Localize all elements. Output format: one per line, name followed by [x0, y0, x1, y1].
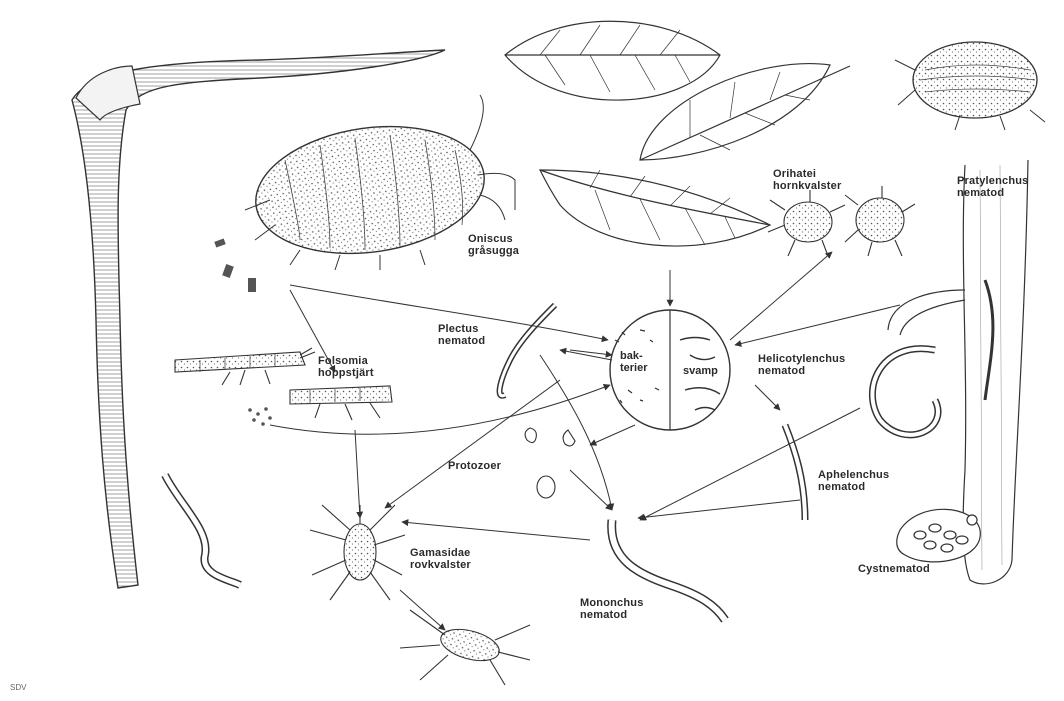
label-aphelenchus-common: nematod [818, 481, 889, 493]
artist-credit: SDV [10, 683, 26, 692]
label-cystnematod: Cystnematod [858, 563, 930, 575]
label-cystnematod-name: Cystnematod [858, 563, 930, 575]
helicotylenchus [872, 349, 938, 435]
label-gamasidae-name: Gamasidae [410, 547, 471, 559]
label-oniscus-name: Oniscus [468, 233, 519, 245]
label-plectus-common: nematod [438, 335, 485, 347]
label-protozoer-name: Protozoer [448, 460, 501, 472]
center-bacteria-label: bak-terier [620, 350, 648, 374]
label-mononchus-name: Mononchus [580, 597, 644, 609]
label-folsomia-common: hoppstjärt [318, 367, 374, 379]
label-plectus-name: Plectus [438, 323, 485, 335]
label-oniscus-common: gråsugga [468, 245, 519, 257]
debris [214, 238, 272, 425]
label-protozoer: Protozoer [448, 460, 501, 472]
label-aphelenchus-name: Aphelenchus [818, 469, 889, 481]
label-pratylenchus-common: nematod [957, 187, 1028, 199]
orihatei-mites [768, 186, 915, 256]
label-gamasidae-common: rovkvalster [410, 559, 471, 571]
label-helicotylenchus-name: Helicotylenchus [758, 353, 845, 365]
label-helicotylenchus-common: nematod [758, 365, 845, 377]
label-orihatei-common: hornkvalster [773, 180, 841, 192]
label-orihatei-name: Orihatei [773, 168, 841, 180]
center-bacteria-line1: bak- [620, 350, 648, 362]
label-mononchus-common: nematod [580, 609, 644, 621]
center-fungi-label: svamp [683, 365, 718, 377]
plectus-nematode [500, 305, 555, 396]
gamasidae-mite [310, 505, 530, 685]
protozoa [525, 428, 575, 498]
label-folsomia-name: Folsomia [318, 355, 374, 367]
cystnematod [897, 509, 981, 562]
center-bacteria-line2: terier [620, 362, 648, 374]
label-pratylenchus-name: Pratylenchus [957, 175, 1028, 187]
leaf-middle [540, 170, 770, 246]
leaf-top-large [505, 21, 850, 160]
woodlouse-small [895, 42, 1045, 130]
